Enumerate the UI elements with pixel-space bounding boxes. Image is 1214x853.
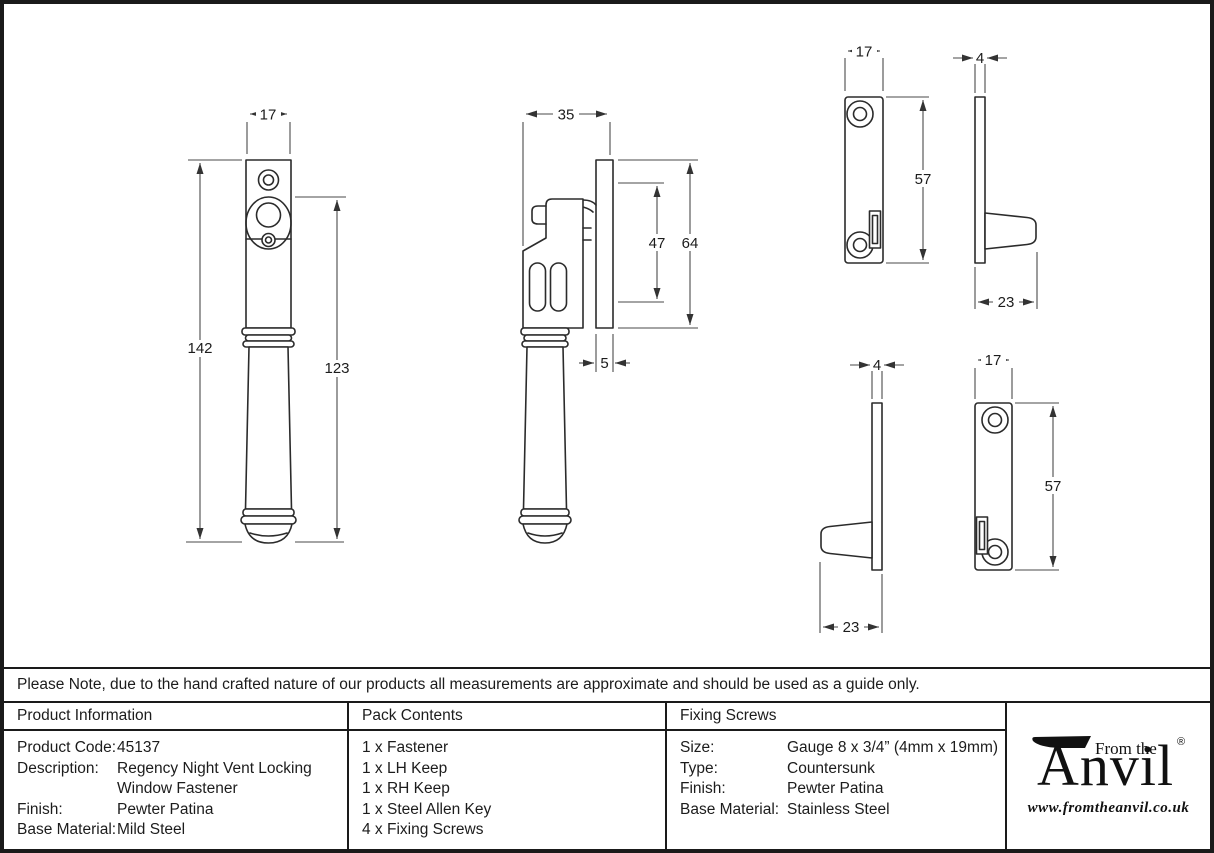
row-label: Base Material:: [17, 821, 117, 839]
registered-mark: ®: [1177, 736, 1186, 748]
table-row: Finish: Pewter Patina: [680, 779, 1005, 800]
brand-tagline: From the: [1095, 739, 1157, 758]
row-label: Type:: [680, 759, 718, 777]
keep-side-view-lh: 4 23: [819, 357, 904, 636]
dim-keep-projection-lh: 23: [843, 619, 860, 636]
row-value: Window Fastener: [117, 780, 238, 798]
row-value: Mild Steel: [117, 821, 186, 839]
keep-side-view-rh: 4 23: [953, 50, 1038, 311]
fixing-screws-header: Fixing Screws: [667, 703, 1005, 731]
keep-front-view-lh: 17 57: [974, 352, 1068, 571]
row-label: Product Code:: [17, 739, 117, 756]
dim-keep-height-rh: 57: [915, 171, 932, 188]
table-row: Product Code: 45137: [17, 738, 347, 759]
list-item: 1 x LH Keep: [362, 759, 448, 777]
dim-keep-projection-rh: 23: [998, 294, 1015, 311]
dim-keep-height-lh: 57: [1045, 478, 1062, 495]
list-item: 4 x Fixing Screws: [362, 821, 484, 839]
brand-logo-cell: Anvil From the ® www.fromtheanvil.co.uk: [1005, 703, 1210, 849]
brand-name: Anvil: [1037, 733, 1175, 798]
table-row: Finish: Pewter Patina: [17, 800, 347, 821]
fastener-side-view: 35 47 64 5: [518, 106, 706, 544]
fastener-front-view: 17 142 123: [183, 106, 354, 544]
row-label: Description:: [17, 759, 99, 777]
row-label: [17, 779, 117, 800]
dim-keep-width-lh: 17: [985, 352, 1002, 369]
technical-drawing-area: 17 142 123: [183, 43, 1068, 636]
dim-fastener-handle-height: 123: [324, 360, 349, 377]
table-row: Description: Regency Night Vent Locking: [17, 759, 347, 780]
row-value: Pewter Patina: [117, 800, 214, 818]
row-label: Size:: [680, 739, 715, 756]
fixing-screws-column: Fixing Screws Size: Gauge 8 x 3/4” (4mm …: [665, 703, 1005, 849]
table-row: Base Material: Mild Steel: [17, 820, 347, 841]
list-item: 1 x Steel Allen Key: [362, 800, 492, 818]
dim-keep-width-rh: 17: [856, 44, 873, 61]
row-label: Base Material:: [680, 800, 780, 818]
table-row: Size: Gauge 8 x 3/4” (4mm x 19mm): [680, 738, 1005, 759]
pack-contents-column: Pack Contents 1 x Fastener 1 x LH Keep 1…: [347, 703, 665, 849]
product-information-header: Product Information: [4, 703, 347, 731]
dim-side-height: 64: [682, 235, 699, 252]
measurement-disclaimer-note: Please Note, due to the hand crafted nat…: [4, 667, 1210, 703]
row-value: Regency Night Vent Locking: [117, 759, 312, 777]
dim-keep-thickness-rh: 4: [976, 50, 984, 67]
table-row: Type: Countersunk: [680, 759, 1005, 780]
dim-fastener-width: 17: [260, 107, 277, 124]
table-row: Base Material: Stainless Steel: [680, 800, 1005, 821]
keep-front-view-rh: 17 57: [844, 43, 939, 264]
spec-table: Product Information Product Code: 45137 …: [4, 703, 1210, 849]
row-label: Finish:: [680, 780, 726, 798]
dim-side-width: 35: [558, 107, 575, 124]
row-value: Pewter Patina: [787, 780, 884, 798]
dim-fastener-total-height: 142: [187, 340, 212, 357]
row-label: Finish:: [17, 800, 63, 818]
row-value: 45137: [117, 739, 161, 756]
dim-plate-thickness: 5: [600, 355, 608, 372]
row-value: Gauge 8 x 3/4” (4mm x 19mm): [787, 739, 999, 756]
row-value: Countersunk: [787, 759, 875, 777]
list-item: 1 x RH Keep: [362, 780, 450, 798]
row-value: Stainless Steel: [787, 800, 890, 818]
list-item: 1 x Fastener: [362, 739, 449, 756]
anvil-icon: [1032, 736, 1091, 748]
dim-keep-reach: 47: [649, 235, 666, 252]
product-information-column: Product Information Product Code: 45137 …: [4, 703, 347, 849]
brand-url: www.fromtheanvil.co.uk: [1027, 800, 1190, 816]
pack-contents-header: Pack Contents: [349, 703, 665, 731]
table-row: Window Fastener: [17, 779, 347, 800]
dim-keep-thickness-lh: 4: [873, 357, 881, 374]
